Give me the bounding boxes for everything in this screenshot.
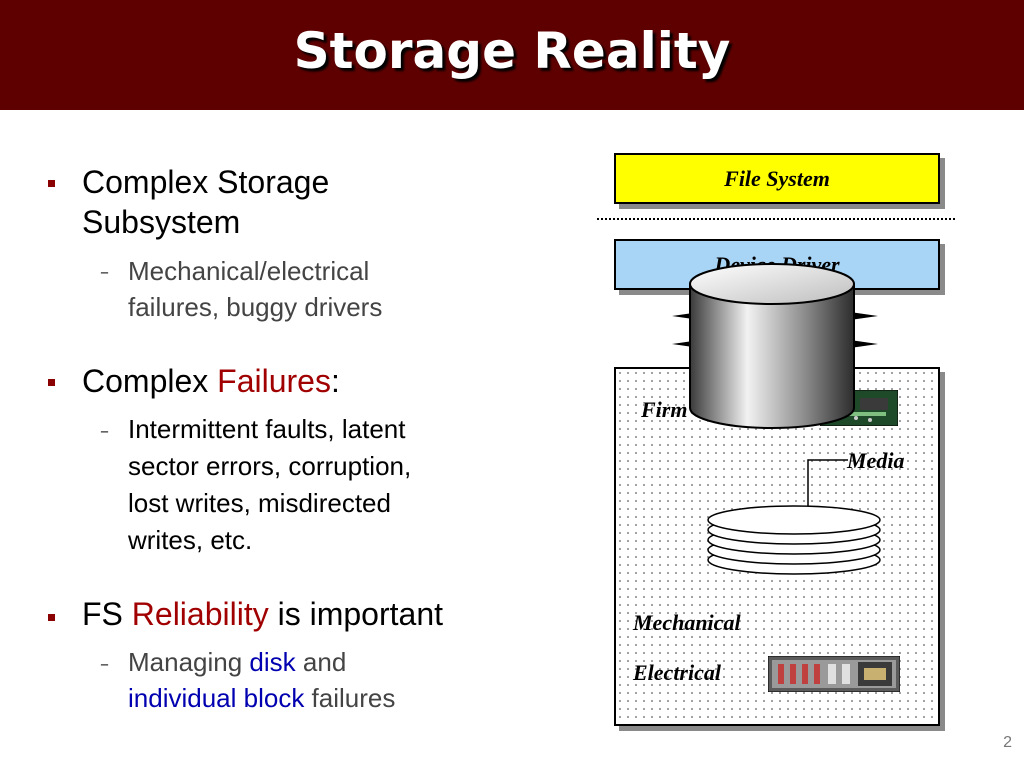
bullet-3-sub-line-1: Managing disk and: [128, 644, 346, 680]
bullet-1-line-1: Complex Storage: [82, 164, 330, 200]
media-callout-line: [807, 459, 848, 518]
media-label: Media: [847, 448, 905, 473]
bullet-marker: [48, 180, 55, 187]
bullet-3-highlight: Reliability: [131, 596, 269, 632]
bullet-1-line-2: Subsystem: [82, 204, 241, 240]
page-number: 2: [1003, 734, 1012, 751]
bullet-marker: [48, 379, 55, 386]
platters-icon: [707, 505, 881, 575]
title-bar: [0, 0, 1024, 110]
bullet-3-suffix: is important: [268, 596, 443, 632]
electrical-label: Electrical: [633, 660, 721, 685]
bullet-3-sub-word-2: disk: [249, 647, 296, 677]
sub-bullet-dash: –: [100, 654, 109, 675]
sub-bullet-dash: –: [100, 262, 109, 283]
dotted-separator: [597, 218, 955, 220]
bullet-2-line: Complex Failures:: [82, 361, 340, 401]
bullet-3-prefix: FS: [82, 596, 132, 632]
bullet-2-suffix: :: [330, 363, 340, 399]
bullet-3-sub-line-2: individual block failures: [128, 680, 395, 716]
slide-title: Storage Reality: [293, 22, 731, 80]
bullet-1-sub-line-2: failures, buggy drivers: [128, 292, 383, 322]
bullet-3-sub-word-3: and: [295, 647, 347, 677]
bullet-3-sub-word-4: individual block: [128, 683, 305, 713]
disk-cylinder-icon: [689, 263, 855, 429]
bullet-marker: [48, 614, 55, 621]
firmware-label: Firm: [641, 397, 688, 422]
electrical-board-icon: [768, 656, 900, 692]
bullet-2-prefix: Complex: [82, 363, 218, 399]
sub-bullet-dash: –: [100, 421, 109, 442]
bullet-3-sub-word-1: Managing: [128, 647, 250, 677]
bullet-2-sub-line-3: lost writes, misdirected: [128, 488, 391, 518]
mechanical-label: Mechanical: [633, 610, 741, 635]
bullet-2-sub-line-2: sector errors, corruption,: [128, 451, 412, 481]
file-system-box: File System: [614, 153, 940, 204]
bullet-2-sub-line-1: Intermittent faults, latent: [128, 414, 406, 444]
bullet-2-highlight: Failures: [217, 363, 331, 399]
bullet-2-sub-line-4: writes, etc.: [128, 525, 253, 555]
bullet-3-sub-word-5: failures: [304, 683, 396, 713]
bullet-3-line: FS Reliability is important: [82, 594, 443, 634]
bullet-1-sub-line-1: Mechanical/electrical: [128, 256, 370, 286]
